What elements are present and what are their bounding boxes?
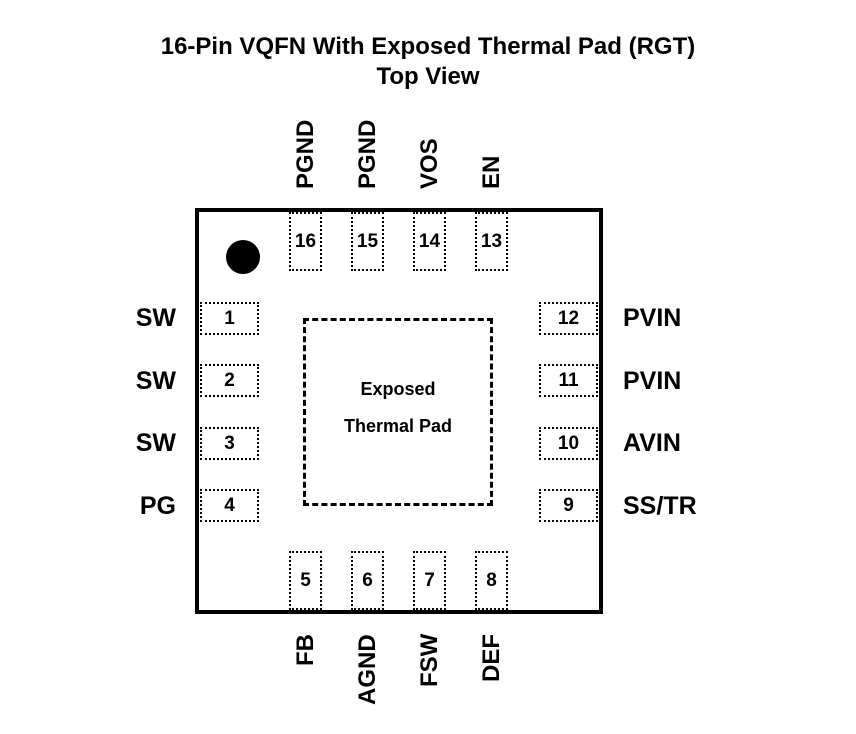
pin-pad-6: 6 [351, 551, 384, 610]
package-outline [195, 208, 603, 614]
exposed-pad-label-line2: Thermal Pad [343, 416, 453, 436]
pin-label-1: SW [135, 304, 176, 332]
pin-pad-3: 3 [200, 427, 259, 460]
pin-label-8: DEF [478, 634, 505, 682]
diagram-subtitle: Top View [376, 63, 480, 90]
pin-label-6: AGND [354, 634, 381, 705]
pin-label-3: SW [135, 429, 176, 457]
pin-pad-12: 12 [539, 302, 598, 335]
pin-pad-4: 4 [200, 489, 259, 522]
pin-pad-1: 1 [200, 302, 259, 335]
diagram-title: 16-Pin VQFN With Exposed Thermal Pad (RG… [160, 33, 696, 60]
pin-pad-5: 5 [289, 551, 322, 610]
pin-label-2: SW [135, 367, 176, 395]
pin-pad-2: 2 [200, 364, 259, 397]
pin-label-10: AVIN [623, 429, 681, 457]
pin-label-15: PGND [354, 119, 381, 189]
pin-pad-13: 13 [475, 212, 508, 271]
exposed-pad-label-line1: Exposed [360, 379, 436, 399]
pin-label-13: EN [478, 155, 505, 189]
pin-label-7: FSW [416, 633, 443, 687]
pin-pad-7: 7 [413, 551, 446, 610]
pin-label-11: PVIN [623, 367, 682, 395]
pin-pad-9: 9 [539, 489, 598, 522]
pin-label-9: SS/TR [623, 492, 697, 520]
pin-label-5: FB [292, 634, 319, 666]
pin-label-12: PVIN [623, 304, 682, 332]
pin1-indicator-dot [226, 240, 260, 274]
exposed-thermal-pad [303, 318, 493, 506]
pin-pad-15: 15 [351, 212, 384, 271]
pin-label-14: VOS [416, 138, 443, 189]
pin-pad-8: 8 [475, 551, 508, 610]
pin-pad-10: 10 [539, 427, 598, 460]
pin-pad-14: 14 [413, 212, 446, 271]
pin-label-4: PG [139, 492, 176, 520]
pin-label-16: PGND [292, 119, 319, 189]
pin-pad-11: 11 [539, 364, 598, 397]
pin-pad-16: 16 [289, 212, 322, 271]
